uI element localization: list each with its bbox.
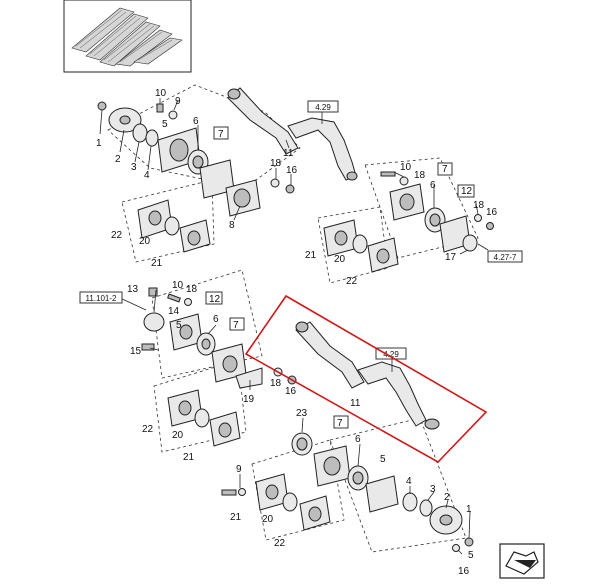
- callout: 18: [473, 200, 485, 211]
- callout: 9: [236, 464, 242, 475]
- callout: 9: [175, 96, 181, 107]
- callout: 16: [285, 386, 297, 397]
- ref-box-label: 4.29: [315, 103, 331, 112]
- callout: 14: [168, 306, 180, 317]
- callout: 22: [346, 276, 358, 287]
- callout: 4: [144, 170, 150, 181]
- callout: 10: [400, 162, 412, 173]
- callout: 19: [243, 394, 255, 405]
- callout: 2: [115, 154, 121, 165]
- callout: 20: [172, 430, 184, 441]
- ref-box-label: 4.27-7: [494, 253, 517, 262]
- callout: 22: [274, 538, 286, 549]
- callout: 6: [213, 314, 219, 325]
- callout: 2: [444, 492, 450, 503]
- callout: 21: [230, 512, 242, 523]
- callout: 5: [468, 550, 474, 561]
- callout: 16: [286, 165, 298, 176]
- callout: 5: [176, 320, 182, 331]
- callout: 20: [334, 254, 346, 265]
- callout: 18: [186, 284, 198, 295]
- callout: 6: [430, 180, 436, 191]
- callout: 23: [296, 408, 308, 419]
- callout: 17: [445, 252, 457, 263]
- callout: 10: [172, 280, 184, 291]
- callout: 5: [380, 454, 386, 465]
- leader-lines: [99, 98, 489, 555]
- callout: 12: [209, 294, 221, 305]
- callout: 7: [442, 164, 448, 175]
- callout: 18: [270, 378, 282, 389]
- callout: 10: [155, 88, 167, 99]
- callout: 12: [461, 186, 473, 197]
- callout: 13: [127, 284, 139, 295]
- callout: 16: [486, 207, 498, 218]
- parts-catalog-thumbnail-icon: [63, 0, 192, 73]
- upper-left-flange-assembly: [97, 101, 295, 253]
- callout: 21: [305, 250, 317, 261]
- upper-right-flange-assembly: [323, 171, 494, 273]
- callout: 21: [151, 258, 163, 269]
- callout: 22: [142, 424, 154, 435]
- callout: 8: [229, 220, 235, 231]
- middle-crank-shaft: [295, 321, 440, 430]
- callout: 22: [111, 230, 123, 241]
- ref-box-label: 4.29: [383, 350, 399, 359]
- callout: 3: [430, 484, 436, 495]
- callout: 18: [270, 158, 282, 169]
- callout: 20: [139, 236, 151, 247]
- callout-numbers: 10 9 5 1 2 3 4 6 7 11 18 16 8 22 20 21 1…: [96, 88, 498, 577]
- callout: 7: [218, 129, 224, 140]
- callout: 16: [458, 566, 470, 577]
- next-page-arrow-icon[interactable]: [499, 543, 545, 579]
- reference-boxes: 4.29 4.27-7 11.101-2 4.29: [79, 100, 523, 429]
- callout: 1: [96, 138, 102, 149]
- lower-flange-assembly: [221, 432, 474, 552]
- callout: 1: [466, 504, 472, 515]
- callout: 6: [355, 434, 361, 445]
- callout: 7: [337, 418, 343, 429]
- callout: 11: [350, 398, 361, 409]
- callout: 4: [406, 476, 412, 487]
- upper-crank-shaft: [227, 87, 358, 181]
- callout: 5: [162, 119, 168, 130]
- middle-left-flange-assembly: [141, 287, 297, 447]
- callout: 18: [414, 170, 426, 181]
- callout: 3: [131, 162, 137, 173]
- callout: 6: [193, 116, 199, 127]
- callout: 20: [262, 514, 274, 525]
- callout: 15: [130, 346, 142, 357]
- callout: 7: [233, 320, 239, 331]
- callout: 21: [183, 452, 195, 463]
- ref-box-label: 11.101-2: [86, 294, 118, 303]
- highlight-outline: [244, 294, 488, 464]
- callout: 11: [283, 148, 294, 159]
